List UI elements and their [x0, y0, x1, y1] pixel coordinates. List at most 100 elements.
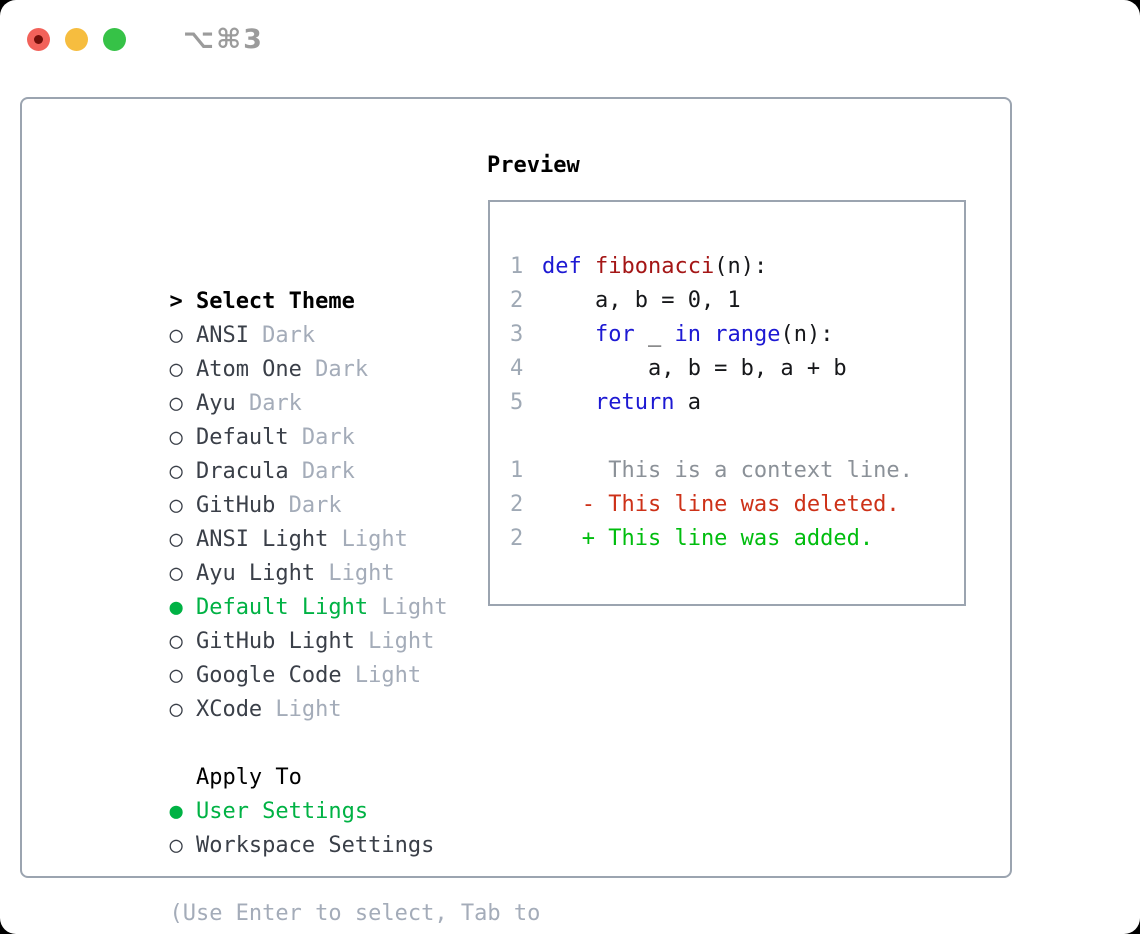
- code-text: for _ in range(n):: [542, 318, 833, 352]
- theme-option-ansi-light[interactable]: ○ ANSI Light Light: [37, 489, 540, 552]
- close-button[interactable]: [27, 27, 50, 51]
- code-segment: return: [594, 390, 675, 415]
- row-variant-tag: Light: [315, 561, 395, 586]
- code-segment: a, b = b, a + b: [542, 356, 847, 381]
- code-segment: [542, 322, 595, 347]
- row-label: Apply To: [195, 765, 302, 790]
- theme-option-xcode-light[interactable]: ○ XCode Light: [37, 659, 540, 722]
- row-label: Default Light: [195, 595, 369, 620]
- code-segment: a: [674, 390, 701, 415]
- theme-option-default-dark[interactable]: ○ Default Dark: [37, 387, 540, 450]
- row-variant-tag: Light: [328, 527, 408, 552]
- radio-unselected-icon: ○: [169, 697, 196, 722]
- row-label: ANSI Light: [195, 527, 329, 552]
- select-theme-header: > Select Theme: [37, 251, 540, 314]
- row-label: ANSI: [195, 323, 249, 348]
- code-segment: range: [714, 322, 781, 347]
- radio-unselected-icon: ○: [169, 629, 196, 654]
- row-label: GitHub Light: [195, 629, 355, 654]
- preview-line: 2 a, b = 0, 1: [510, 284, 964, 318]
- preview-line: [510, 420, 964, 454]
- line-number: [510, 420, 542, 454]
- radio-unselected-icon: ○: [169, 833, 196, 858]
- line-number: 4: [510, 356, 524, 381]
- theme-option-github-light[interactable]: ○ GitHub Light Light: [37, 591, 540, 654]
- hint-line-1: (Use Enter to select, Tab to: [37, 863, 540, 926]
- line-number: 2: [510, 492, 524, 517]
- line-number: 1: [510, 254, 524, 279]
- row-label: GitHub: [195, 493, 276, 518]
- window-title: ⌥⌘3: [183, 23, 264, 55]
- code-segment: for: [594, 322, 635, 347]
- row-variant-tag: Dark: [235, 391, 302, 416]
- row-label: Ayu: [195, 391, 236, 416]
- radio-selected-icon: ●: [169, 595, 196, 620]
- row-label: User Settings: [195, 799, 369, 824]
- code-segment: a, b = 0, 1: [542, 288, 741, 313]
- radio-unselected-icon: ○: [169, 527, 196, 552]
- apply-to-header: Apply To: [37, 727, 540, 790]
- row-variant-tag: Dark: [301, 357, 369, 382]
- row-variant-tag: Dark: [275, 493, 342, 518]
- code-segment: def: [542, 254, 582, 279]
- row-label: Default: [195, 425, 289, 450]
- theme-option-ansi-dark[interactable]: ○ ANSI Dark: [37, 285, 540, 348]
- theme-option-google-code-light[interactable]: ○ Google Code Light: [37, 625, 540, 688]
- radio-unselected-icon: ○: [169, 357, 196, 382]
- radio-unselected-icon: ○: [169, 459, 196, 484]
- theme-list: > Select Theme ○ ANSI Dark ○ Atom One Da…: [37, 149, 540, 931]
- theme-option-github-dark[interactable]: ○ GitHub Dark: [37, 455, 540, 518]
- code-segment: [542, 390, 595, 415]
- code-text: return a: [542, 386, 701, 420]
- row-label: XCode: [195, 697, 263, 722]
- code-text: - This line was deleted.: [542, 488, 900, 522]
- preview-title: Preview: [487, 153, 580, 178]
- apply-option-user-settings[interactable]: ● User Settings: [37, 761, 540, 824]
- radio-unselected-icon: ○: [169, 561, 196, 586]
- radio-selected-icon: ●: [169, 799, 196, 824]
- line-number: 2: [510, 288, 524, 313]
- theme-option-ayu-light[interactable]: ○ Ayu Light Light: [37, 523, 540, 586]
- row-variant-tag: Dark: [288, 459, 355, 484]
- radio-unselected-icon: ○: [169, 425, 196, 450]
- row-label: Dracula: [195, 459, 289, 484]
- theme-option-atom-one-dark[interactable]: ○ Atom One Dark: [37, 319, 540, 382]
- zoom-button[interactable]: [103, 27, 126, 51]
- theme-picker-panel: > Select Theme ○ ANSI Dark ○ Atom One Da…: [20, 97, 1012, 926]
- code-segment: _: [634, 322, 675, 347]
- row-label: Ayu Light: [195, 561, 316, 586]
- code-segment: (n):: [714, 254, 768, 279]
- row-variant-tag: Light: [368, 595, 448, 620]
- code-text: This is a context line.: [542, 454, 913, 488]
- apply-option-workspace-settings[interactable]: ○ Workspace Settings: [37, 795, 540, 858]
- radio-unselected-icon: ○: [169, 391, 196, 416]
- code-segment: fibonacci: [595, 254, 715, 279]
- preview-line: 4 a, b = b, a + b: [510, 352, 964, 386]
- code-segment: + This line was added.: [542, 526, 874, 551]
- row-label: Google Code: [195, 663, 342, 688]
- preview-line: 3 for _ in range(n):: [510, 318, 964, 352]
- line-number: 3: [510, 322, 524, 347]
- radio-unselected-icon: ○: [169, 663, 196, 688]
- code-segment: [582, 254, 595, 279]
- line-number: 5: [510, 390, 524, 415]
- window-titlebar: ⌥⌘3: [0, 0, 1140, 78]
- row-variant-tag: Light: [354, 629, 435, 654]
- theme-option-ayu-dark[interactable]: ○ Ayu Dark: [37, 353, 540, 416]
- row-variant-tag: Dark: [248, 323, 316, 348]
- line-number: 2: [510, 526, 524, 551]
- radio-unselected-icon: ○: [169, 323, 196, 348]
- theme-option-dracula-dark[interactable]: ○ Dracula Dark: [37, 421, 540, 484]
- code-text: a, b = 0, 1: [542, 284, 741, 318]
- preview-line: 2 + This line was added.: [510, 522, 964, 556]
- radio-unselected-icon: ○: [169, 493, 196, 518]
- minimize-button[interactable]: [65, 27, 88, 51]
- code-text: + This line was added.: [542, 522, 873, 556]
- row-label: Select Theme: [195, 289, 355, 314]
- preview-line: 1 def fibonacci(n):: [510, 250, 964, 284]
- theme-option-default-light[interactable]: ● Default Light Light: [37, 557, 540, 620]
- code-segment: - This line was deleted.: [542, 492, 900, 517]
- code-segment: (n):: [780, 322, 834, 347]
